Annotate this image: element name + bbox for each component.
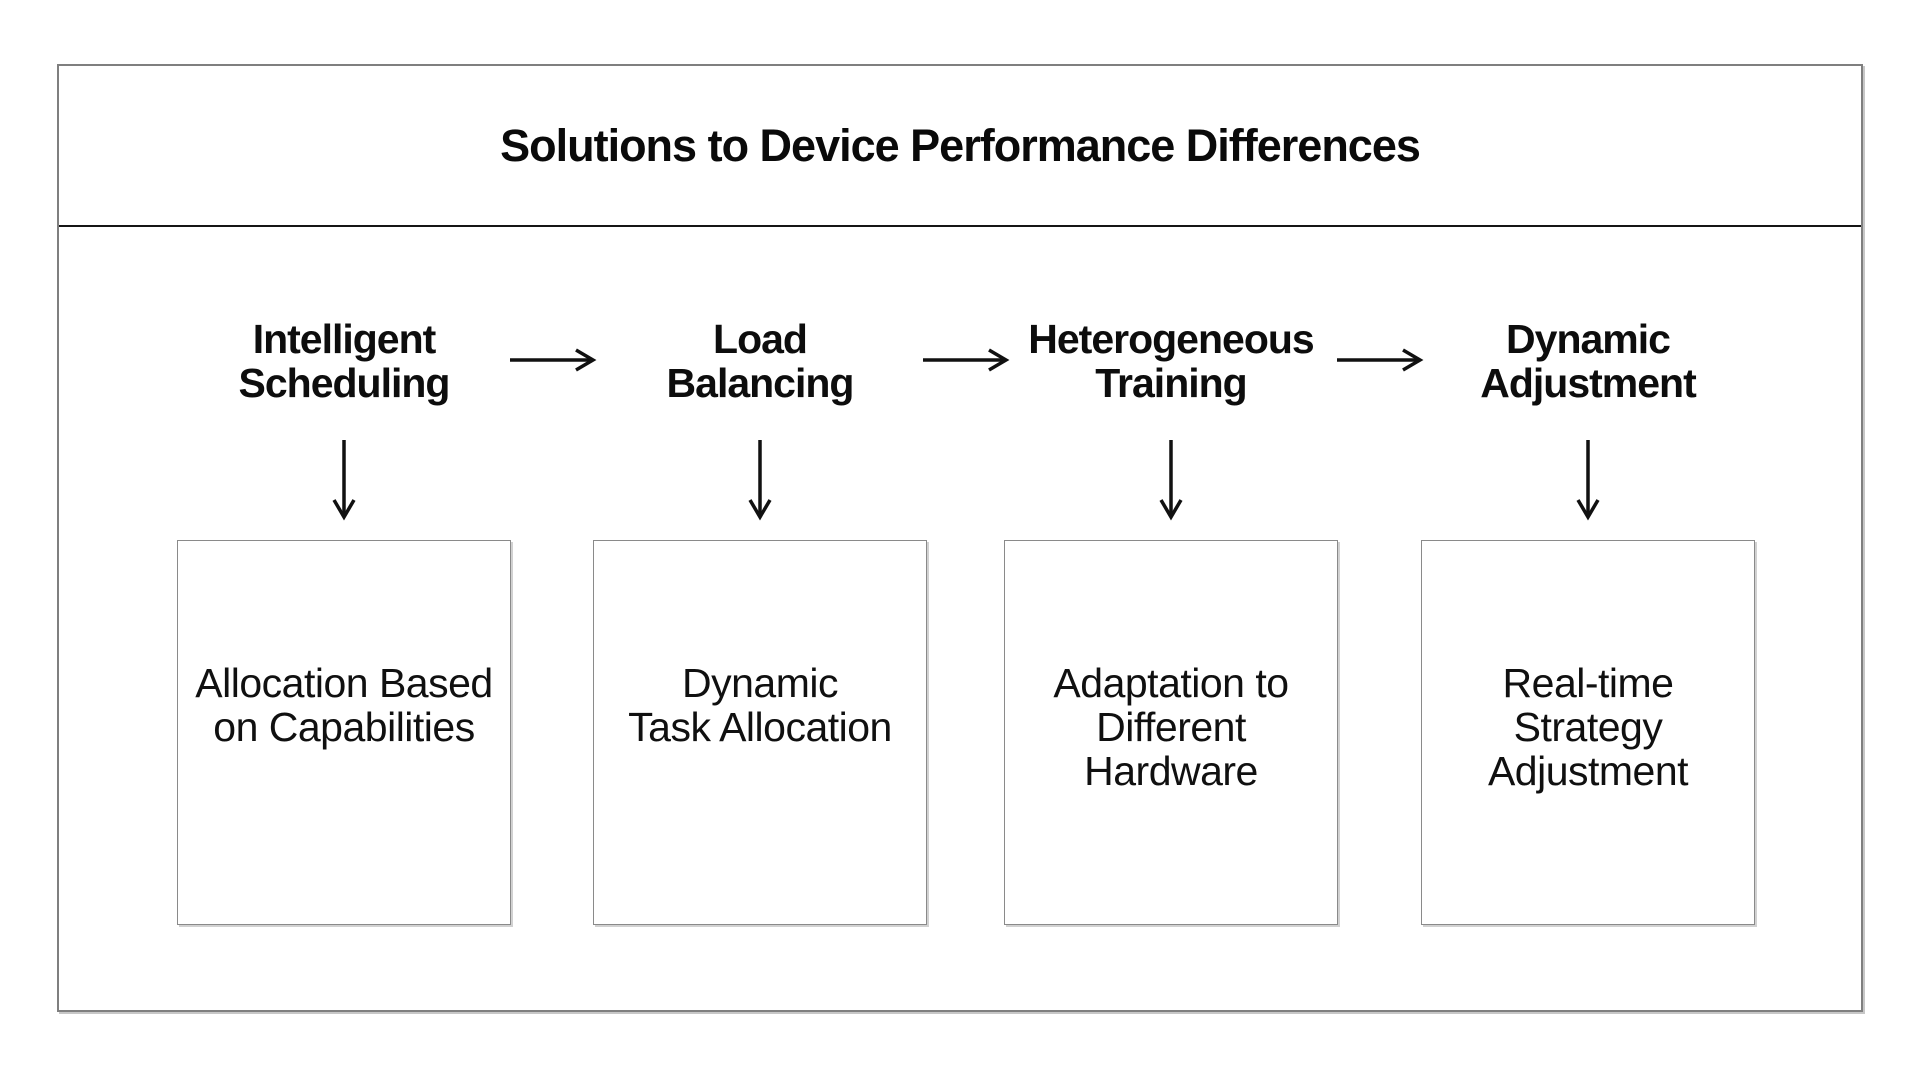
- stage-label-intelligent-scheduling: Intelligent Scheduling: [144, 317, 544, 405]
- node-text-line: on Capabilities: [213, 704, 475, 750]
- down-arrow-icon: [1159, 440, 1183, 521]
- stage-label-line: Intelligent: [252, 316, 437, 362]
- diagram-title: Solutions to Device Performance Differen…: [500, 119, 1421, 171]
- stage-label-load-balancing: Load Balancing: [560, 317, 960, 405]
- node-text-line: Dynamic: [682, 660, 838, 706]
- stage-label-line: Training: [1095, 360, 1247, 406]
- stage-label-line: Balancing: [666, 360, 855, 406]
- diagram-frame: Solutions to Device Performance Differen…: [57, 64, 1863, 1012]
- node-text-line: Real-time: [1502, 660, 1674, 706]
- node-box-adaptation-to-different-hardware: Adaptation to Different Hardware: [1004, 540, 1338, 925]
- node-text: Real-time Strategy Adjustment: [1422, 661, 1754, 793]
- down-arrow-icon: [332, 440, 356, 521]
- node-text-line: Adjustment: [1487, 748, 1689, 794]
- right-arrow-icon: [923, 348, 1010, 372]
- stage-label-line: Adjustment: [1480, 360, 1697, 406]
- node-text: Adaptation to Different Hardware: [1005, 661, 1337, 793]
- node-box-real-time-strategy-adjustment: Real-time Strategy Adjustment: [1421, 540, 1755, 925]
- node-text-line: Strategy: [1513, 704, 1663, 750]
- node-text-line: Different: [1096, 704, 1246, 750]
- node-text-line: Hardware: [1084, 748, 1258, 794]
- stage-label-dynamic-adjustment: Dynamic Adjustment: [1388, 317, 1788, 405]
- node-text-line: Task Allocation: [628, 704, 892, 750]
- node-text-line: Allocation Based: [195, 660, 493, 706]
- stage-label-line: Dynamic: [1506, 316, 1671, 362]
- stage-label-line: Load: [713, 316, 808, 362]
- stage-label-heterogeneous-training: Heterogeneous Training: [971, 317, 1371, 405]
- node-box-allocation-based-on-capabilities: Allocation Based on Capabilities: [177, 540, 511, 925]
- down-arrow-icon: [1576, 440, 1600, 521]
- right-arrow-icon: [1337, 348, 1424, 372]
- down-arrow-icon: [748, 440, 772, 521]
- node-text: Dynamic Task Allocation: [594, 661, 926, 749]
- stage-label-line: Scheduling: [238, 360, 451, 406]
- stage-label-line: Heterogeneous: [1028, 316, 1314, 362]
- node-text: Allocation Based on Capabilities: [178, 661, 510, 749]
- title-bar: Solutions to Device Performance Differen…: [59, 66, 1861, 227]
- right-arrow-icon: [510, 348, 597, 372]
- node-text-line: Adaptation to: [1053, 660, 1289, 706]
- node-box-dynamic-task-allocation: Dynamic Task Allocation: [593, 540, 927, 925]
